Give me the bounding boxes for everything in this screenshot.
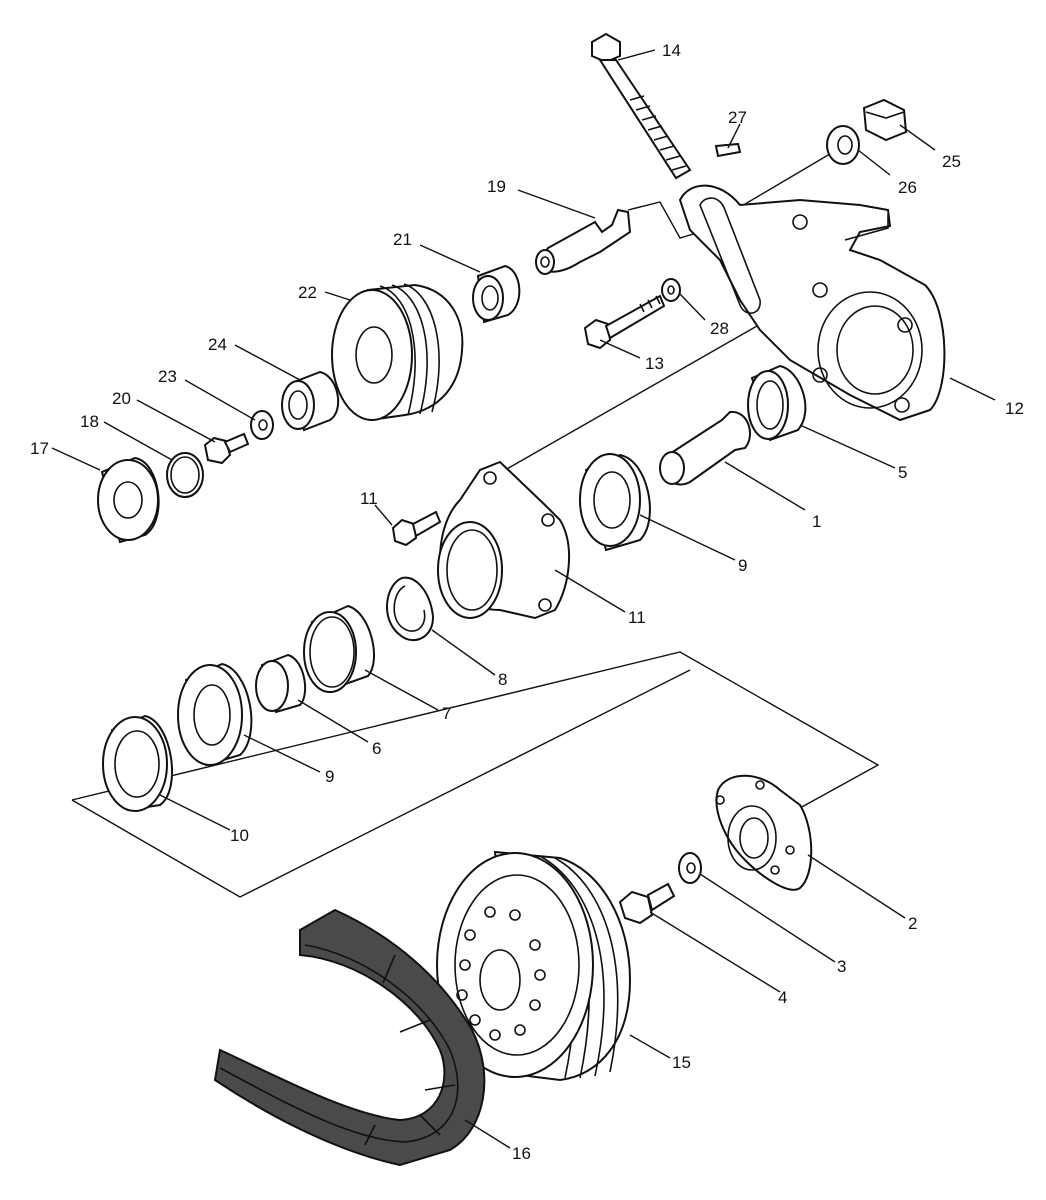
callout-12: 11 [360, 489, 378, 508]
callout-19: 18 [80, 412, 99, 431]
assembly-outline-lower-return [71, 669, 691, 898]
part-7-sleeve [303, 604, 376, 693]
part-8-snap-ring [386, 576, 434, 641]
callout-27: 26 [898, 178, 917, 197]
callout-1: 1 [812, 512, 821, 531]
part-21-bolt [203, 432, 250, 465]
callout-22: 21 [393, 230, 412, 249]
callout-6: 6 [372, 739, 381, 758]
callout-8: 8 [498, 670, 507, 689]
callout-24: 23 [158, 367, 177, 386]
callout-9-lower: 9 [325, 767, 334, 786]
callout-26: 25 [942, 152, 961, 171]
part-3-washer [678, 852, 702, 884]
callout-labels: 14 27 26 25 12 19 21 22 24 23 20 18 17 1… [30, 41, 1024, 1163]
part-18-cap [97, 456, 160, 544]
part-10-seal [102, 714, 173, 812]
part-1-shaft [659, 410, 751, 486]
callout-14: 13 [645, 354, 664, 373]
assembly-outline-lower [71, 651, 880, 809]
part-17-drive-belt [213, 908, 486, 1167]
part-2-flange [715, 774, 813, 891]
part-6-spacer [255, 653, 307, 714]
callout-28: 27 [728, 108, 747, 127]
part-11-housing [437, 460, 571, 620]
callout-15: 14 [662, 41, 681, 60]
part-28-pin [714, 142, 742, 158]
part-9-bearing-lower [177, 662, 253, 767]
callout-23: 22 [298, 283, 317, 302]
part-20-stud [535, 208, 632, 275]
callout-2: 2 [908, 914, 917, 933]
part-25-bearing [281, 370, 340, 432]
part-9-bearing-upper [579, 453, 651, 552]
callout-10: 10 [230, 826, 249, 845]
part-5-seal [747, 364, 807, 442]
callout-21: 20 [112, 389, 131, 408]
part-19-o-ring [166, 452, 204, 498]
callout-11: 11 [628, 608, 646, 627]
leader-lines [51, 49, 996, 1149]
callout-5: 5 [898, 463, 907, 482]
part-13-bracket-housing [678, 184, 946, 422]
part-12-bolt [391, 510, 442, 547]
callout-4: 4 [778, 988, 787, 1007]
callout-25: 24 [208, 335, 227, 354]
callout-18: 17 [30, 439, 49, 458]
callout-13: 12 [1005, 399, 1024, 418]
part-24-washer [250, 410, 274, 440]
callout-9-upper: 9 [738, 556, 747, 575]
part-23-pulley [331, 283, 464, 422]
callout-3: 3 [837, 957, 846, 976]
callout-7: 7 [442, 704, 451, 723]
bracket-link-line [734, 147, 841, 211]
part-14-bolt [583, 294, 666, 350]
part-29-washer [661, 278, 681, 302]
stud-link-line [627, 201, 701, 239]
part-27-washer [826, 125, 860, 165]
callout-20: 19 [487, 177, 506, 196]
callout-29: 28 [710, 319, 729, 338]
callout-17: 16 [512, 1144, 531, 1163]
callout-16: 15 [672, 1053, 691, 1072]
part-22-bearing [472, 264, 521, 324]
part-16-crank-pulley [436, 850, 632, 1082]
part-15-long-bolt [591, 32, 692, 180]
part-26-nut [862, 98, 908, 142]
part-4-bolt [618, 882, 676, 925]
